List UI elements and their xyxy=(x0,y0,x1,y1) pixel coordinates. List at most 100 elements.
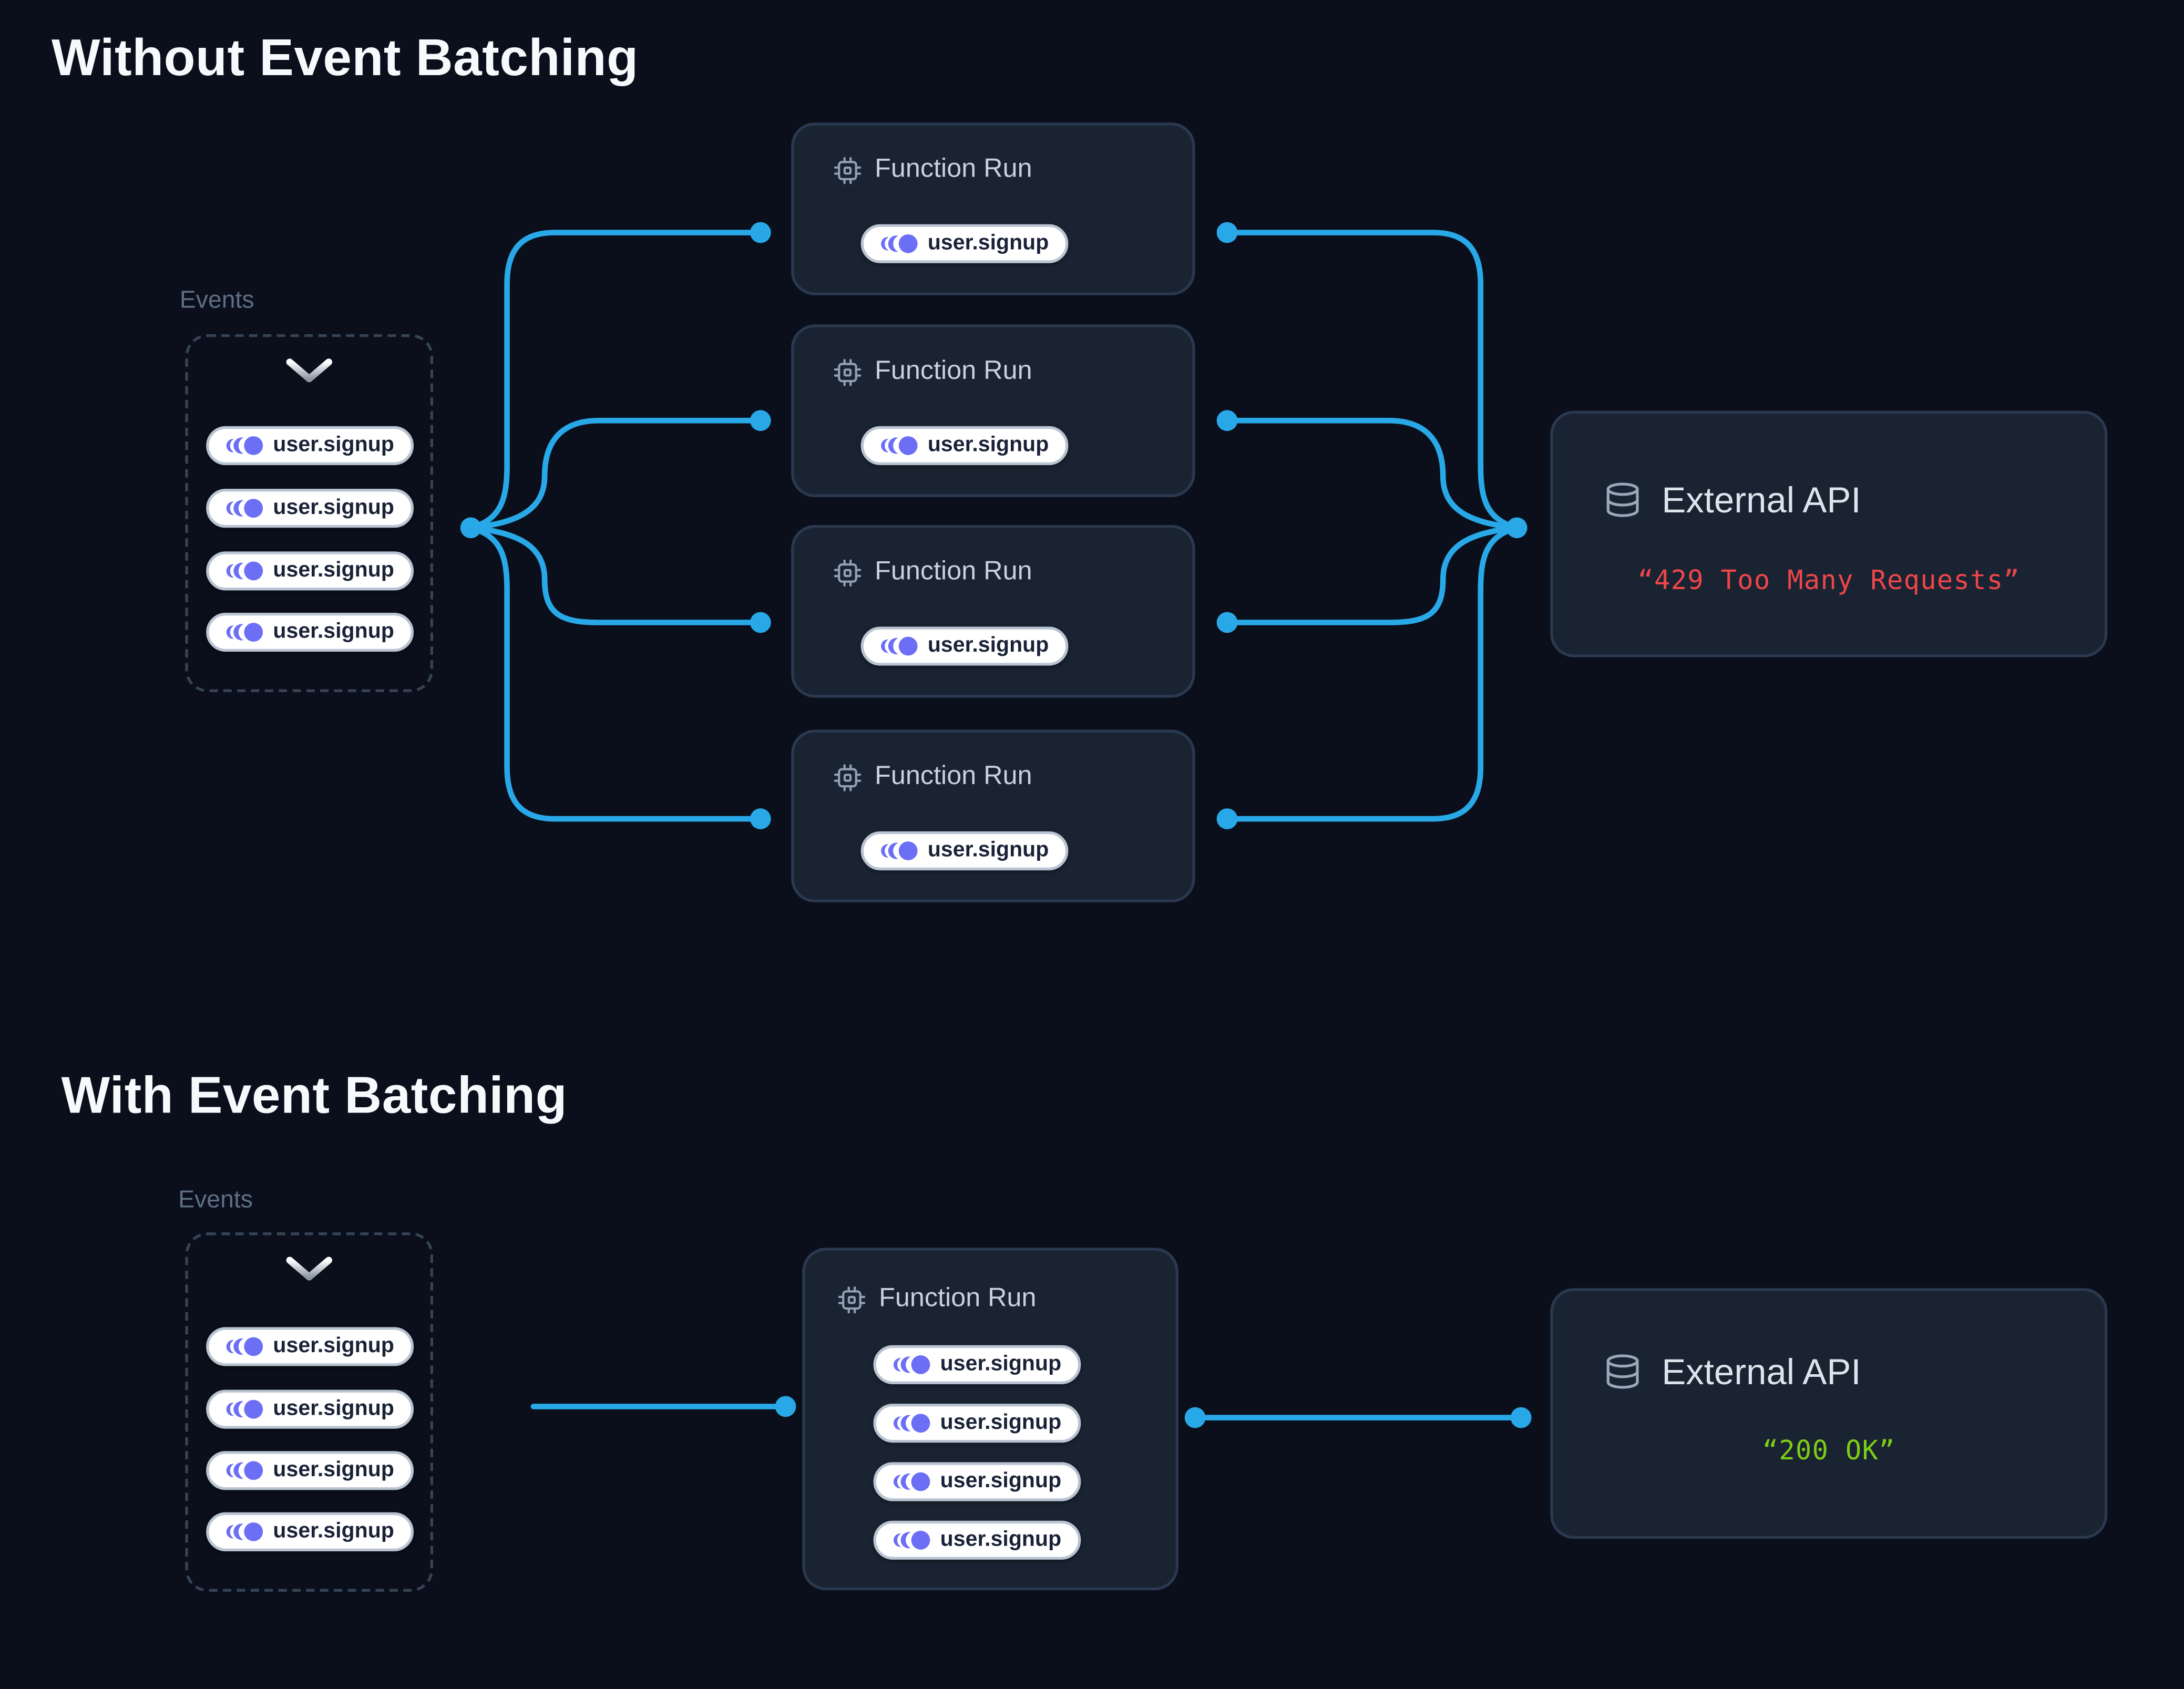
external-api-card: External API “429 Too Many Requests” xyxy=(1550,410,2108,657)
event-name: user.signup xyxy=(273,433,394,457)
cpu-icon xyxy=(833,155,863,184)
event-name: user.signup xyxy=(273,1458,394,1482)
event-pill: user.signup xyxy=(873,1404,1081,1443)
external-api-card: External API “200 OK” xyxy=(1550,1288,2108,1539)
event-icon xyxy=(225,497,263,519)
event-name: user.signup xyxy=(940,1410,1062,1435)
event-pill: user.signup xyxy=(860,224,1069,263)
event-name: user.signup xyxy=(273,1334,394,1358)
event-pill: user.signup xyxy=(206,612,414,652)
event-name: user.signup xyxy=(927,838,1049,862)
chevron-down-icon xyxy=(284,356,334,387)
event-icon xyxy=(225,435,263,457)
connector-dot xyxy=(460,517,481,539)
function-run-card: Function Run user.signup xyxy=(791,729,1195,903)
events-label: Events xyxy=(178,1185,253,1213)
event-name: user.signup xyxy=(927,231,1049,255)
event-pill: user.signup xyxy=(873,1462,1081,1501)
event-name: user.signup xyxy=(273,620,394,644)
function-run-title: Function Run xyxy=(875,155,1032,184)
wire-fanin-3 xyxy=(1224,525,1520,625)
connector-dot xyxy=(750,222,771,243)
event-name: user.signup xyxy=(940,1527,1062,1551)
section-title-with-batching: With Event Batching xyxy=(61,1066,568,1124)
event-name: user.signup xyxy=(273,558,394,582)
event-pill: user.signup xyxy=(860,626,1069,666)
events-label: Events xyxy=(179,285,254,314)
wire-fanin-4 xyxy=(1224,525,1520,822)
connector-dot xyxy=(1216,612,1238,633)
api-response-success: “200 OK” xyxy=(1762,1436,1895,1467)
cpu-icon xyxy=(833,357,863,387)
event-icon xyxy=(225,621,263,643)
function-run-title: Function Run xyxy=(879,1284,1037,1313)
event-pill: user.signup xyxy=(206,489,414,528)
event-name: user.signup xyxy=(927,633,1049,657)
wire-fanout-2 xyxy=(468,417,764,531)
wire-fanout-4 xyxy=(468,525,764,822)
events-box: user.signup user.signup user.signup user… xyxy=(185,334,434,693)
function-run-title: Function Run xyxy=(875,761,1032,791)
external-api-title: External API xyxy=(1662,1351,1861,1393)
connector-dot xyxy=(750,808,771,830)
event-icon xyxy=(893,1412,931,1434)
event-icon xyxy=(893,1529,931,1551)
event-icon xyxy=(893,1470,931,1492)
function-run-title: Function Run xyxy=(875,557,1032,586)
connector-dot xyxy=(1506,517,1527,539)
connector-dot xyxy=(750,410,771,431)
event-icon xyxy=(880,435,918,457)
connector-dot xyxy=(1216,410,1238,431)
database-icon xyxy=(1603,1351,1642,1394)
event-pill: user.signup xyxy=(206,1327,414,1366)
event-icon xyxy=(225,1521,263,1543)
event-pill: user.signup xyxy=(873,1520,1081,1560)
connector-dot xyxy=(775,1396,796,1417)
event-name: user.signup xyxy=(940,1352,1062,1376)
function-run-card: Function Run user.signup xyxy=(791,122,1195,295)
function-run-card-batched: Function Run user.signup user.signup use… xyxy=(802,1248,1178,1591)
event-pill: user.signup xyxy=(206,551,414,591)
event-icon xyxy=(893,1354,931,1376)
function-run-title: Function Run xyxy=(875,356,1032,386)
cpu-icon xyxy=(837,1285,867,1314)
event-name: user.signup xyxy=(273,496,394,520)
wire-fanin-1 xyxy=(1224,230,1520,531)
connector-dot xyxy=(1510,1407,1532,1428)
event-icon xyxy=(880,840,918,862)
connector-dot xyxy=(750,612,771,633)
wire-fanin-2 xyxy=(1224,417,1520,531)
connector-dot xyxy=(1216,222,1238,243)
cpu-icon xyxy=(833,558,863,587)
event-pill: user.signup xyxy=(206,1512,414,1551)
database-icon xyxy=(1603,479,1642,522)
cpu-icon xyxy=(833,763,863,792)
event-pill: user.signup xyxy=(860,426,1069,466)
wire-fanout-3 xyxy=(468,525,764,625)
wire-fanout-1 xyxy=(468,230,764,531)
event-pill: user.signup xyxy=(860,831,1069,871)
events-box: user.signup user.signup user.signup user… xyxy=(185,1232,434,1592)
event-icon xyxy=(225,1335,263,1357)
connector-dot xyxy=(1216,808,1238,830)
event-pill: user.signup xyxy=(206,1389,414,1429)
connector-dot xyxy=(1184,1407,1206,1428)
event-name: user.signup xyxy=(927,433,1049,457)
event-icon xyxy=(225,1398,263,1420)
section-title-without-batching: Without Event Batching xyxy=(52,29,639,87)
api-response-error: “429 Too Many Requests” xyxy=(1637,565,2021,596)
event-name: user.signup xyxy=(273,1396,394,1420)
event-pill: user.signup xyxy=(206,426,414,466)
event-pill: user.signup xyxy=(873,1345,1081,1385)
event-pill: user.signup xyxy=(206,1451,414,1490)
function-run-card: Function Run user.signup xyxy=(791,525,1195,698)
external-api-title: External API xyxy=(1662,479,1861,521)
event-icon xyxy=(225,1459,263,1481)
event-icon xyxy=(880,635,918,657)
event-icon xyxy=(225,560,263,582)
chevron-down-icon xyxy=(284,1255,334,1285)
event-name: user.signup xyxy=(273,1519,394,1543)
function-run-card: Function Run user.signup xyxy=(791,324,1195,498)
event-name: user.signup xyxy=(940,1469,1062,1493)
